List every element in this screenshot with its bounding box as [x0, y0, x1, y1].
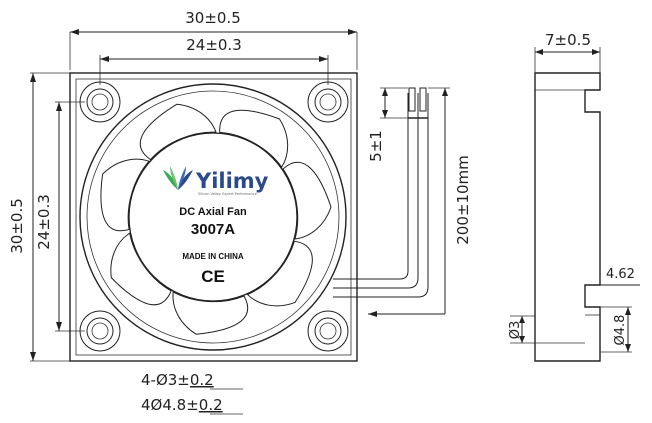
svg-text:4-Ø3±0.2: 4-Ø3±0.2: [141, 371, 214, 389]
hole-spec-1-prefix: 4-Ø3±: [141, 371, 190, 389]
fan-cable: [333, 87, 429, 298]
hole-spec-2-prefix: 4Ø4.8±: [141, 396, 199, 414]
hole-large-text: Ø4.8: [613, 315, 628, 346]
width-overall-text: 30±0.5: [185, 9, 241, 27]
mounting-hole-bottom-right: [307, 310, 349, 352]
hole-spec-2: 4Ø4.8±0.2: [141, 396, 243, 415]
offset-text: 4.62: [606, 267, 635, 282]
hole-large-dimension: Ø4.8: [600, 306, 632, 353]
mounting-hole-top-left: [79, 81, 121, 123]
hole-small-text: Ø3: [508, 321, 523, 340]
cable-length-text: 200±10mm: [454, 155, 472, 245]
hole-spec-1-tol: 0.2: [190, 371, 214, 389]
hole-small-dimension: Ø3: [508, 315, 535, 344]
mounting-hole-top-right: [307, 81, 349, 123]
brand-logo-icon: [163, 166, 193, 190]
strip-length-dimension: 5±1: [367, 87, 408, 162]
product-label: Yilimy Silicon Valley Expert Performance…: [163, 166, 269, 286]
origin-text: MADE IN CHINA: [182, 252, 244, 261]
offset-dimension: 4.62: [585, 267, 640, 286]
hole-spec-1: 4-Ø3±0.2: [141, 371, 243, 390]
height-overall-text: 30±0.5: [8, 198, 26, 254]
height-overall-dimension: 30±0.5: [8, 72, 70, 362]
width-overall-dimension: 30±0.5: [69, 9, 358, 70]
product-type: DC Axial Fan: [179, 206, 247, 218]
hole-spec-2-tol: 0.2: [199, 396, 223, 414]
svg-text:4Ø4.8±0.2: 4Ø4.8±0.2: [141, 396, 223, 414]
strip-length-text: 5±1: [367, 130, 385, 162]
side-view: [534, 72, 601, 362]
width-holes-text: 24±0.3: [186, 36, 242, 54]
mounting-hole-bottom-left: [79, 310, 121, 352]
fan-hub: [128, 132, 298, 302]
thickness-text: 7±0.5: [545, 31, 591, 49]
height-holes-dimension: 24±0.3: [35, 101, 85, 332]
model-number: 3007A: [191, 221, 235, 238]
brand-tagline: Silicon Valley Expert Performance: [198, 192, 257, 196]
width-holes-dimension: 24±0.3: [99, 36, 329, 85]
ce-mark: CE: [201, 267, 225, 286]
fan-frame: [69, 72, 358, 362]
thickness-dimension: 7±0.5: [534, 31, 601, 73]
brand-name: Yilimy: [195, 169, 269, 193]
height-holes-text: 24±0.3: [35, 194, 53, 250]
cable-length-dimension: 200±10mm: [368, 87, 472, 317]
